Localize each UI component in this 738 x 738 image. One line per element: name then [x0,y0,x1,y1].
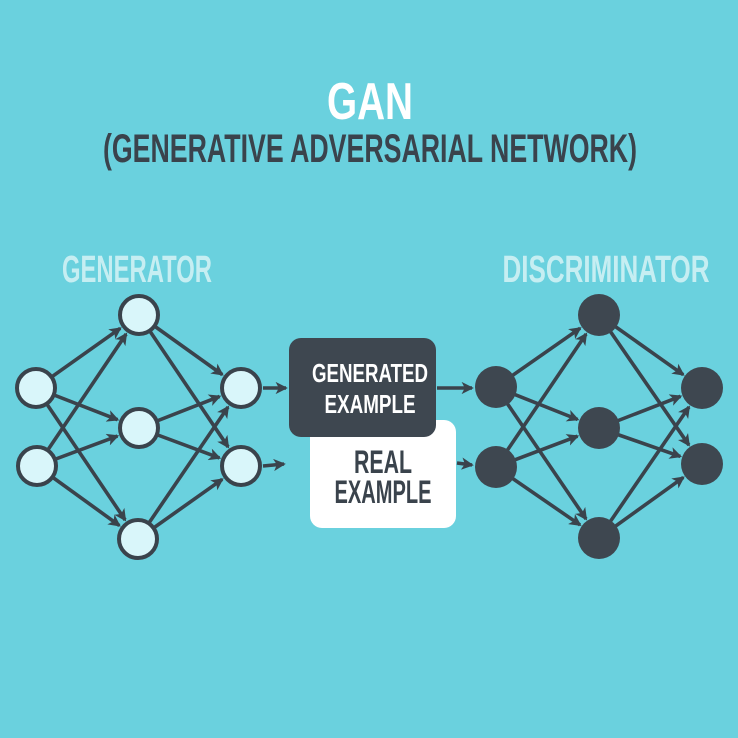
discriminator-edge-h1-out2 [597,313,691,447]
generator-node-out2 [220,445,262,487]
real-example-label-line1: REAL [354,444,412,480]
generator-edge-in1-h3 [34,386,127,522]
real-example-box: REAL EXAMPLE [310,420,456,528]
generator-edge-h3-out1 [136,405,230,541]
generator-label: GENERATOR [62,249,212,291]
discriminator-network [475,294,723,559]
generated-example-label-line1: GENERATED [312,358,428,388]
discriminator-node-h2 [578,407,620,449]
real-example-label-line2: EXAMPLE [335,474,432,510]
discriminator-node-in1 [475,366,517,408]
arrow-real-example-to-discriminator [456,457,474,470]
discriminator-label: DISCRIMINATOR [503,249,710,291]
generator-node-in2 [16,445,58,487]
page-subtitle: (GENERATIVE ADVERSARIAL NETWORK) [103,127,637,171]
generated-example-label-line2: EXAMPLE [325,389,416,419]
real-example-box-background [310,420,456,528]
generator-network [15,294,262,560]
arrow-generator-to-real-example [262,458,286,472]
generator-edge-in2-h1 [35,332,128,468]
discriminator-edge-h3-out1 [597,405,691,540]
flow-arrows [262,381,474,472]
generated-example-box: GENERATED EXAMPLE [289,338,436,437]
discriminator-node-h3 [578,517,620,559]
discriminator-node-out2 [681,443,723,485]
generator-edge-h1-out2 [137,313,230,449]
generator-node-in1 [15,367,57,409]
page-title: GAN [327,73,413,131]
discriminator-node-in2 [475,446,517,488]
generated-example-box-background [289,338,436,437]
generator-node-h2 [118,407,160,449]
discriminator-node-out1 [681,367,723,409]
discriminator-node-h1 [578,294,620,336]
generator-node-out1 [220,367,262,409]
discriminator-edge-in1-h3 [494,385,588,521]
discriminator-edge-in2-h1 [494,332,588,469]
generator-node-h1 [118,294,160,336]
generator-node-h3 [117,518,159,560]
